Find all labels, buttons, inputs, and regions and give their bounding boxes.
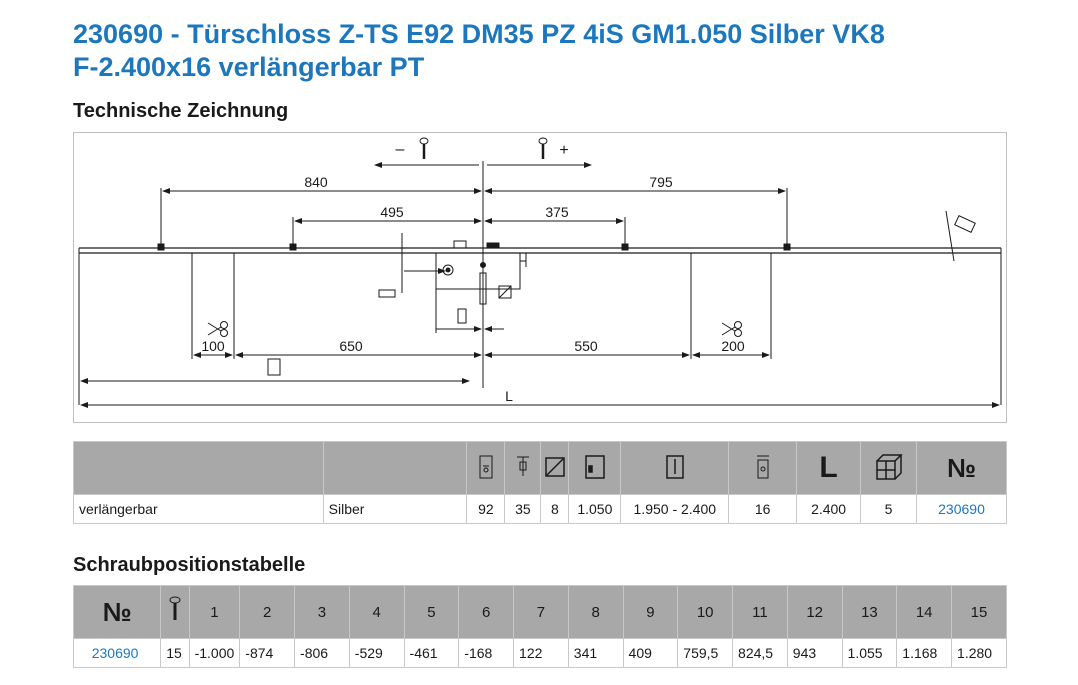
spec-header-row: L № [73, 441, 1007, 495]
screw-position-header: 3 [294, 585, 350, 639]
screw-position-header: 7 [513, 585, 569, 639]
dim-650: 650 [339, 338, 363, 354]
title-line-2: F-2.400x16 verlängerbar PT [73, 52, 425, 82]
title-line-1: 230690 - Türschloss Z-TS E92 DM35 PZ 4iS… [73, 19, 885, 49]
screw-position-header: 12 [786, 585, 843, 639]
technical-drawing: – + 840 795 495 375 100 650 550 200 L [73, 132, 1007, 423]
screw-position-header: 15 [951, 585, 1007, 639]
spec-header-width [728, 441, 798, 495]
spec-width: 16 [728, 494, 798, 524]
plus-label: + [559, 142, 568, 159]
package-unit-icon [875, 453, 903, 480]
scissors-icon-left [207, 321, 228, 337]
spec-color: Silber [322, 494, 468, 524]
dim-200: 200 [721, 338, 745, 354]
screw-position-header: 13 [841, 585, 898, 639]
screw-position-value: -461 [403, 638, 460, 668]
spec-vk: 5 [860, 494, 917, 524]
drawing-heading: Technische Zeichnung [73, 100, 289, 122]
screw-header-count [160, 585, 190, 639]
spec-square: 8 [540, 494, 570, 524]
page-title: 230690 - Türschloss Z-TS E92 DM35 PZ 4iS… [73, 18, 1063, 84]
spec-header-vk [860, 441, 917, 495]
spec-header-variant [73, 441, 324, 495]
spec-dm: 35 [504, 494, 542, 524]
dim-495: 495 [380, 204, 404, 220]
spec-header-color [322, 441, 468, 495]
spec-header-gm [568, 441, 622, 495]
distance-icon [516, 456, 529, 476]
square-spindle-icon [545, 456, 565, 477]
spec-variant: verlängerbar [73, 494, 324, 524]
screw-number-link[interactable]: 230690 [72, 638, 162, 668]
screw-position-value: 759,5 [677, 638, 734, 668]
screw-position-value: 1.168 [896, 638, 953, 668]
screw-position-header: 10 [677, 585, 734, 639]
spec-header-number: № [916, 441, 1007, 495]
dim-840: 840 [304, 174, 328, 190]
spec-gm: 1.050 [568, 494, 622, 524]
spec-length: 2.400 [796, 494, 862, 524]
screw-position-value: 409 [622, 638, 679, 668]
screw-count: 15 [160, 638, 190, 668]
screw-position-value: -529 [348, 638, 405, 668]
screw-position-header: 14 [896, 585, 953, 639]
handle-height-icon [585, 454, 605, 479]
screw-position-header: 5 [403, 585, 460, 639]
scissors-icon-right [721, 321, 742, 337]
dim-795: 795 [649, 174, 673, 190]
screw-icon [169, 596, 181, 620]
screw-position-value: 1.280 [951, 638, 1007, 668]
spec-data-row: verlängerbar Silber 92 35 8 1.050 1.950 … [73, 494, 1007, 524]
screw-position-header: 11 [732, 585, 788, 639]
number-sign-icon: № [947, 452, 976, 483]
screw-header-number: № [72, 585, 162, 639]
faceplate-width-icon [756, 455, 769, 478]
dim-550: 550 [574, 338, 598, 354]
screw-position-value: 824,5 [732, 638, 788, 668]
screw-position-value: -806 [294, 638, 350, 668]
dim-375: 375 [545, 204, 569, 220]
screw-table-heading: Schraubpositionstabelle [73, 554, 306, 576]
door-height-icon [666, 454, 684, 479]
screw-position-value: -874 [239, 638, 296, 668]
screw-position-value: 1.055 [841, 638, 898, 668]
minus-label: – [396, 141, 405, 158]
number-sign-icon: № [102, 596, 132, 627]
dim-L: L [505, 388, 513, 404]
spec-header-e [466, 441, 506, 495]
length-icon: L [819, 451, 838, 484]
screw-position-header: 4 [348, 585, 405, 639]
spec-header-length: L [796, 441, 862, 495]
screw-position-header: 6 [458, 585, 515, 639]
screw-position-header: 1 [188, 585, 241, 639]
screw-position-value: 943 [786, 638, 843, 668]
screw-position-header: 8 [567, 585, 624, 639]
spec-header-square [540, 441, 570, 495]
spec-header-range [620, 441, 730, 495]
screw-position-value: -1.000 [188, 638, 241, 668]
dim-100: 100 [201, 338, 225, 354]
spec-number-link[interactable]: 230690 [916, 494, 1007, 524]
screw-position-value: 341 [567, 638, 624, 668]
spec-header-dm [504, 441, 542, 495]
spec-table: L № verlängerbar Silber 92 35 8 1.050 1.… [73, 441, 1007, 524]
drawing-svg: – + 840 795 495 375 100 650 550 200 L [78, 137, 1002, 408]
screw-position-header: 2 [239, 585, 296, 639]
spec-e: 92 [466, 494, 506, 524]
screw-position-value: 122 [513, 638, 569, 668]
screw-position-value: -168 [458, 638, 515, 668]
screw-position-header: 9 [622, 585, 679, 639]
spec-range: 1.950 - 2.400 [620, 494, 730, 524]
backset-icon [479, 455, 493, 478]
